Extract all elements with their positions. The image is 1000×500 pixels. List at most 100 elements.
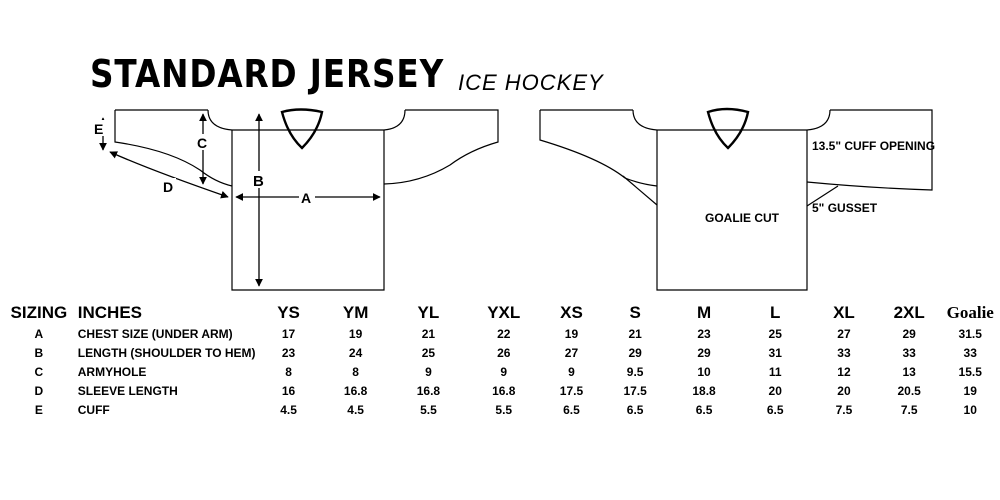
table-cell: 6.5 <box>626 402 644 417</box>
table-cell: 29 <box>697 345 711 360</box>
page-subtitle: ICE HOCKEY <box>458 70 604 95</box>
table-cell: 33 <box>963 345 977 360</box>
table-cell: 23 <box>281 345 296 360</box>
table-cell: 7.5 <box>835 402 853 417</box>
table-cell: 31 <box>768 345 782 360</box>
table-cell: 31.5 <box>958 326 982 341</box>
table-cell: 13 <box>902 364 916 379</box>
table-cell: 9.5 <box>626 364 644 379</box>
table-cell: 24 <box>348 345 363 360</box>
size-header: YS <box>277 303 300 322</box>
table-cell: 16.8 <box>492 383 516 398</box>
table-cell: 23 <box>697 326 711 341</box>
table-cell: 16 <box>281 383 296 398</box>
row-label: CHEST SIZE (UNDER ARM) <box>77 326 233 341</box>
table-cell: 4.5 <box>347 402 364 417</box>
sizing-header: SIZING <box>10 303 68 322</box>
label-c: C <box>197 135 207 151</box>
size-header: 2XL <box>893 303 925 322</box>
size-header: YL <box>417 303 440 322</box>
table-cell: 19 <box>348 326 363 341</box>
table-cell: 7.5 <box>900 402 918 417</box>
size-header: M <box>696 303 712 322</box>
row-code: C <box>34 364 44 379</box>
table-cell: 27 <box>564 345 579 360</box>
table-cell: 22 <box>497 326 511 341</box>
row-label: ARMYHOLE <box>77 364 147 379</box>
label-b: B <box>253 173 264 190</box>
label-d: D <box>163 179 173 195</box>
size-header: YXL <box>487 303 521 322</box>
table-row: C ARMYHOLE 8 8 9 9 9 9.5 10 11 12 13 15.5 <box>8 362 1000 381</box>
row-code: B <box>34 345 44 360</box>
gusset-note: 5" GUSSET <box>812 201 878 215</box>
table-cell: 20.5 <box>897 383 921 398</box>
size-header: XL <box>833 303 855 322</box>
cuff-opening-note: 13.5" CUFF OPENING <box>812 139 935 153</box>
goalie-cut-note: GOALIE CUT <box>705 211 780 225</box>
table-cell: 19 <box>963 383 977 398</box>
table-cell: 20 <box>768 383 782 398</box>
table-cell: 33 <box>837 345 851 360</box>
table-cell: 12 <box>837 364 851 379</box>
label-e: E <box>94 121 103 137</box>
row-code: E <box>34 402 43 417</box>
table-cell: 29 <box>628 345 642 360</box>
table-cell: 19 <box>564 326 579 341</box>
row-label: CUFF <box>77 402 110 417</box>
table-cell: 21 <box>421 326 436 341</box>
table-cell: 20 <box>837 383 851 398</box>
size-header: YM <box>342 303 369 322</box>
table-cell: 17 <box>281 326 296 341</box>
table-cell: 15.5 <box>958 364 982 379</box>
back-jersey <box>539 107 933 291</box>
table-cell: 9 <box>568 364 575 379</box>
inches-header: INCHES <box>77 303 142 322</box>
table-row: D SLEEVE LENGTH 16 16.8 16.8 16.8 17.5 17.5 18.8… <box>8 381 1000 400</box>
row-code: A <box>34 326 44 341</box>
size-header: Goalie <box>946 303 994 322</box>
table-cell: 6.5 <box>563 402 580 417</box>
table-cell: 17.5 <box>623 383 647 398</box>
row-code: D <box>34 383 44 398</box>
table-cell: 9 <box>425 364 432 379</box>
table-cell: 10 <box>697 364 711 379</box>
table-cell: 6.5 <box>695 402 713 417</box>
size-header: L <box>770 303 781 322</box>
table-row: B LENGTH (SHOULDER TO HEM) 23 24 25 26 27 29 29 3… <box>8 343 1000 362</box>
table-cell: 26 <box>497 345 511 360</box>
table-header-row: SIZING INCHES YS YM YL YXL XS S M L XL 2… <box>8 302 1000 324</box>
jersey-diagram: E C B D A 13.5" CUFF OPENING 5" GUSSET G… <box>93 107 935 291</box>
table-cell: 25 <box>768 326 782 341</box>
row-label: SLEEVE LENGTH <box>77 383 178 398</box>
sleeve-arrow <box>109 151 229 199</box>
size-header: S <box>629 303 641 322</box>
table-cell: 6.5 <box>766 402 784 417</box>
table-cell: 17.5 <box>559 383 584 398</box>
table-cell: 16.8 <box>343 383 368 398</box>
row-label: LENGTH (SHOULDER TO HEM) <box>77 345 256 360</box>
table-cell: 10 <box>963 402 977 417</box>
front-labels: E C B D A <box>93 120 315 206</box>
table-row: E CUFF 4.5 4.5 5.5 5.5 6.5 6.5 6.5 6.5 7.5 7.5 10 <box>8 400 1000 419</box>
table-cell: 9 <box>500 364 508 379</box>
table-cell: 11 <box>768 364 782 379</box>
table-cell: 27 <box>837 326 851 341</box>
table-cell: 8 <box>352 364 359 379</box>
table-cell: 18.8 <box>692 383 716 398</box>
table-row: A CHEST SIZE (UNDER ARM) 17 19 21 22 19 21 23 25 2… <box>8 324 1000 343</box>
table-cell: 25 <box>421 345 436 360</box>
table-cell: 5.5 <box>420 402 437 417</box>
page-title: STANDARD JERSEY <box>90 52 445 96</box>
table-cell: 29 <box>902 326 916 341</box>
table-cell: 16.8 <box>416 383 441 398</box>
table-cell: 4.5 <box>280 402 297 417</box>
sizing-table: SIZING INCHES YS YM YL YXL XS S M L XL 2… <box>8 302 1000 419</box>
table-cell: 33 <box>902 345 916 360</box>
table-cell: 5.5 <box>495 402 513 417</box>
table-cell: 8 <box>285 364 292 379</box>
front-measurement-arrows <box>99 113 381 287</box>
label-a: A <box>301 190 311 206</box>
size-header: XS <box>560 303 583 322</box>
table-cell: 21 <box>628 326 642 341</box>
